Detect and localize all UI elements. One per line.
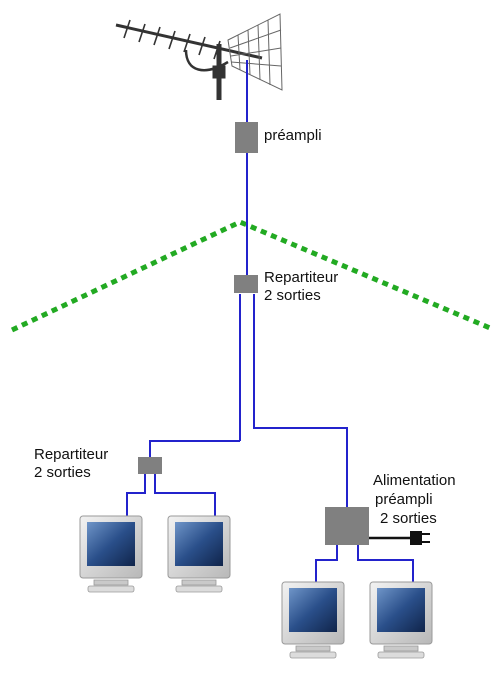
power-supply-label-line3: 2 sorties: [380, 510, 437, 527]
power-plug-icon: [369, 531, 430, 545]
power-supply-label-line1: Alimentation: [373, 472, 456, 489]
splitter-left-label-line1: Repartiteur: [34, 446, 109, 463]
tv-antenna-icon: [115, 13, 283, 100]
tv-monitor-icon: [79, 515, 143, 593]
power-supply-box: [325, 507, 369, 545]
preamp-box: [235, 122, 258, 153]
splitter-box-left: [138, 457, 162, 474]
roof-line: [10, 219, 491, 333]
power-supply-label-line2: préampli: [375, 491, 433, 508]
preampli-label: préampli: [264, 127, 322, 144]
splitter-top-label-line2: 2 sorties: [264, 287, 321, 304]
tv-monitor-icon: [281, 581, 345, 659]
tv-monitor-icon: [369, 581, 433, 659]
tv-monitor-icon: [167, 515, 231, 593]
splitter-box-top: [234, 275, 258, 293]
cable-network: [126, 60, 414, 584]
splitter-left-label-line2: 2 sorties: [34, 464, 91, 481]
splitter-top-label-line1: Repartiteur: [264, 269, 339, 286]
